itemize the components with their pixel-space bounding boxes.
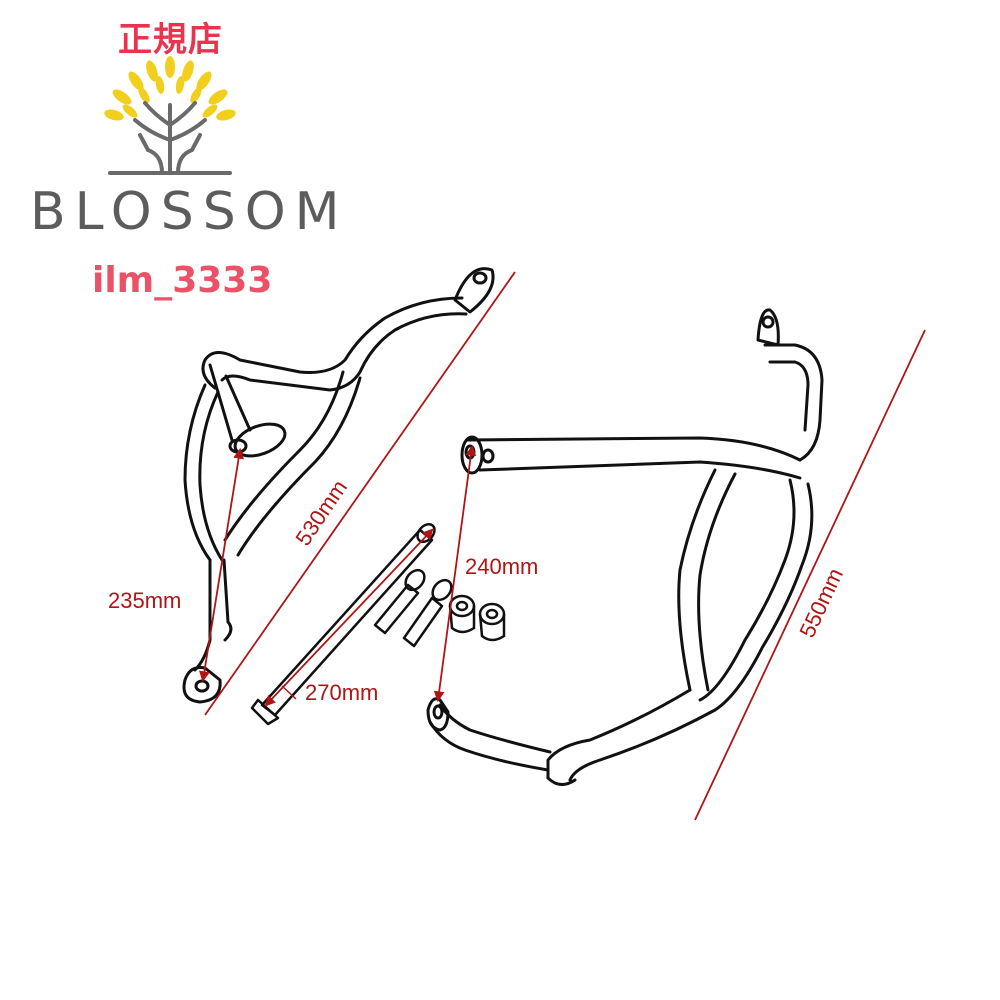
tree-logo-icon: [104, 56, 236, 175]
dimension-line-550: [694, 329, 926, 821]
dimension-line-270: [264, 528, 434, 707]
dimension-label-240: 240mm: [465, 554, 539, 579]
right-crash-bar: [426, 308, 824, 786]
dimension-line-235: [199, 447, 244, 683]
dimension-line-530: [204, 271, 516, 716]
dimension-line-240: [433, 444, 477, 703]
authorized-shop-label: 正規店: [118, 20, 223, 60]
spacers: [448, 594, 506, 642]
seller-id: ilm_3333: [92, 260, 273, 301]
dimension-label-270: 270mm: [305, 680, 379, 705]
dimension-label-235: 235mm: [108, 588, 182, 613]
dimension-lines: [199, 271, 926, 821]
brand-name: BLOSSOM: [30, 182, 349, 242]
